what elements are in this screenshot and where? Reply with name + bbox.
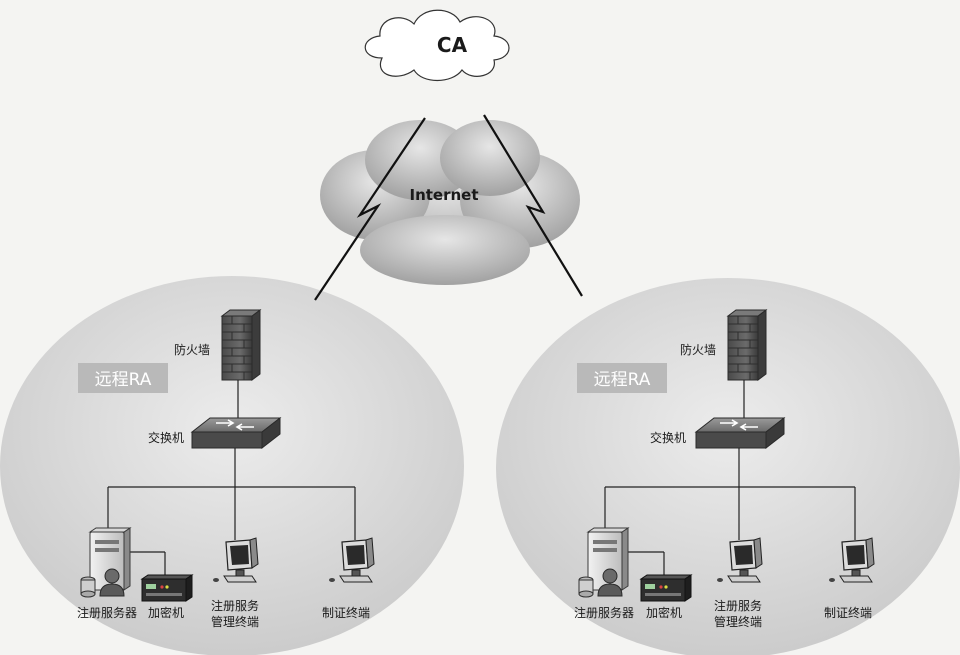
switch-label: 交换机: [650, 430, 686, 445]
firewall-label: 防火墙: [174, 342, 210, 357]
site-right: 远程RA 防火墙 交换机 注册服务器 加密机 注册服务 管理终端 制证终端: [574, 309, 875, 629]
encryptor-icon: [141, 574, 193, 602]
cert-terminal-label: 制证终端: [824, 605, 872, 620]
firewall-icon: [727, 309, 767, 381]
mgmt-label-line1: 注册服务: [211, 598, 259, 613]
ra-label: 远程RA: [594, 370, 651, 390]
mgmt-label-line2: 管理终端: [714, 614, 762, 629]
mgmt-label-line1: 注册服务: [714, 598, 762, 613]
link-right: [483, 114, 583, 297]
ca-label: CA: [437, 33, 468, 57]
encryptor-icon: [640, 574, 692, 602]
encryptor-label: 加密机: [148, 605, 184, 620]
switch-icon: [695, 417, 785, 449]
encryptor-label: 加密机: [646, 605, 682, 620]
cert-terminal-label: 制证终端: [322, 605, 370, 620]
firewall-icon: [221, 309, 261, 381]
ra-label: 远程RA: [95, 370, 152, 390]
ca-cloud-icon: [364, 9, 510, 82]
mgmt-label-line2: 管理终端: [211, 614, 259, 629]
link-left: [314, 117, 426, 301]
ra-badge: [577, 363, 667, 393]
site-left: 远程RA 防火墙 交换机 注册服务器 加密机 注册服务 管理终端 制证终端: [77, 309, 375, 629]
switch-label: 交换机: [148, 430, 184, 445]
server-label: 注册服务器: [574, 605, 634, 620]
server-label: 注册服务器: [77, 605, 137, 620]
internet-label: Internet: [409, 186, 478, 204]
ra-badge: [78, 363, 168, 393]
switch-icon: [191, 417, 281, 449]
firewall-label: 防火墙: [680, 342, 716, 357]
internet-cloud-icon: [320, 120, 580, 285]
